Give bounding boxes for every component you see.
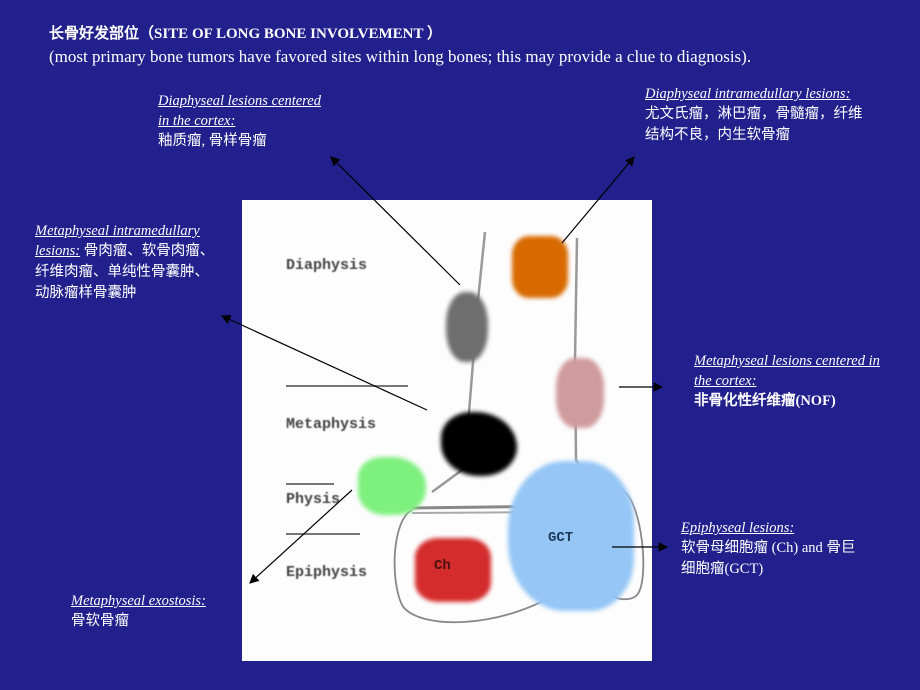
annotation-metaphyseal-cortex: Metaphyseal lesions centered in the cort… (694, 353, 880, 409)
arrow-metaphyseal-intramedullary (220, 315, 428, 411)
lesion-diaphyseal-cortex (446, 292, 488, 362)
annotation-epiphyseal: Epiphyseal lesions: 软骨母细胞瘤 (Ch) and 骨巨 细… (681, 520, 856, 577)
lesion-diaphyseal-intramedullary (512, 236, 568, 298)
arrow-diaphyseal-cortex (330, 156, 461, 286)
zone-label-physis: Physis (286, 491, 341, 508)
annotation-metaphyseal-exostosis: Metaphyseal exostosis: 骨软骨瘤 (71, 593, 206, 629)
long-bone-diagram: Diaphysis Metaphysis Physis Epiphysis Ch… (242, 200, 652, 661)
lesion-metaphyseal-exostosis (358, 457, 426, 515)
zone-label-diaphysis: Diaphysis (286, 257, 368, 274)
arrow-diaphyseal-intramedullary (561, 156, 635, 244)
zone-label-metaphysis: Metaphysis (286, 416, 377, 433)
annotation-diaphyseal-intramedullary: Diaphyseal intramedullary lesions: 尤文氏瘤，… (645, 86, 863, 143)
zone-divider (286, 385, 408, 387)
slide-title: 长骨好发部位（SITE OF LONG BONE INVOLVEMENT ） (49, 26, 442, 42)
label-ch: Ch (434, 558, 451, 574)
zone-divider (286, 483, 334, 485)
zone-label-epiphysis: Epiphysis (286, 564, 368, 581)
arrow-metaphyseal-exostosis (249, 489, 353, 584)
lesion-chondroblastoma (415, 538, 491, 602)
label-gct: GCT (548, 530, 574, 546)
annotation-diaphyseal-cortex: Diaphyseal lesions centered in the corte… (158, 93, 321, 149)
zone-divider (286, 533, 360, 535)
lesion-metaphyseal-cortex (556, 358, 604, 428)
lesion-metaphyseal-intramedullary (441, 412, 517, 476)
lesion-gct (508, 461, 634, 611)
annotation-metaphyseal-intramedullary: Metaphyseal intramedullary lesions: 骨肉瘤、… (35, 223, 215, 301)
slide-subtitle: (most primary bone tumors have favored s… (49, 47, 752, 66)
